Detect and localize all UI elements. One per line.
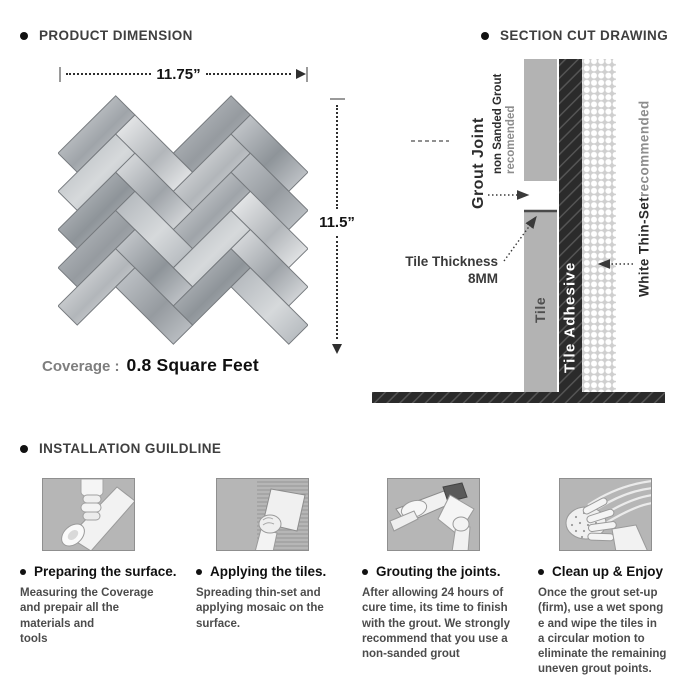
bullet-icon bbox=[20, 444, 28, 453]
step-illustration-1 bbox=[42, 478, 135, 551]
height-dimension-label: 11.5” bbox=[319, 213, 355, 231]
tile-label: Tile bbox=[532, 296, 548, 324]
width-dimension-label: 11.75” bbox=[156, 65, 201, 83]
section-cut-heading: SECTION CUT DRAWING bbox=[481, 28, 668, 43]
dotted-line bbox=[66, 73, 152, 75]
floor-layer bbox=[372, 392, 665, 403]
thinset-label-gray: recommended bbox=[636, 100, 652, 198]
bullet-icon bbox=[538, 568, 544, 575]
step-title-text: Applying the tiles. bbox=[210, 564, 327, 579]
step-title-4: Clean up & Enjoy bbox=[538, 564, 678, 579]
arrow-right-icon bbox=[296, 69, 306, 79]
thinset-label-bold: White Thin-Set bbox=[636, 197, 652, 298]
step-title-3: Grouting the joints. bbox=[362, 564, 518, 579]
section-cut-diagram bbox=[372, 59, 665, 403]
bullet-icon bbox=[196, 568, 202, 575]
step-description-1: Measuring the Coverage and prepair all t… bbox=[20, 587, 154, 645]
height-dimension: 11.5” bbox=[319, 98, 355, 354]
tile-thickness-label: Tile Thickness bbox=[405, 254, 498, 269]
dotted-line bbox=[336, 105, 338, 209]
installation-step-1: Preparing the surface. Measuring the Cov… bbox=[20, 478, 180, 647]
thinset-label: White Thin-Set recommended bbox=[636, 78, 652, 320]
tile-thickness-block: Tile Thickness 8MM bbox=[388, 253, 498, 287]
step-description-3: After allowing 24 hours of cure time, it… bbox=[362, 587, 511, 661]
dimension-tick bbox=[329, 98, 345, 100]
step-description-4: Once the grout set-up (firm), use a wet … bbox=[538, 587, 667, 676]
bullet-icon bbox=[20, 31, 28, 40]
step-title-text: Preparing the surface. bbox=[34, 564, 177, 579]
thinset-layer bbox=[582, 59, 616, 392]
installation-step-2: Applying the tiles. Spreading thin-set a… bbox=[196, 478, 346, 632]
mosaic-tile bbox=[230, 152, 308, 231]
tile-layer-upper bbox=[524, 59, 557, 181]
installation-step-4: Clean up & Enjoy Once the grout set-up (… bbox=[538, 478, 678, 678]
cleanup-image bbox=[560, 479, 651, 550]
step-illustration-2 bbox=[216, 478, 309, 551]
coverage-line: Coverage : 0.8 Square Feet bbox=[42, 355, 259, 376]
step-illustration-4 bbox=[559, 478, 652, 551]
step-illustration-3 bbox=[387, 478, 480, 551]
dotted-line bbox=[205, 73, 291, 75]
bullet-icon bbox=[20, 568, 26, 575]
width-dimension: 11.75” bbox=[59, 65, 308, 83]
bullet-icon bbox=[362, 568, 368, 575]
step-description-2: Spreading thin-set and applying mosaic o… bbox=[196, 587, 324, 630]
dotted-line bbox=[336, 235, 338, 339]
tile-layer-lower bbox=[524, 210, 557, 392]
mosaic-tile bbox=[230, 114, 308, 193]
herringbone-mosaic-image bbox=[58, 95, 308, 345]
step-title-1: Preparing the surface. bbox=[20, 564, 180, 579]
grouting-joints-image bbox=[388, 479, 479, 550]
tile-thickness-value: 8MM bbox=[468, 271, 498, 286]
mosaic-tile bbox=[230, 190, 308, 269]
arrow-down-icon bbox=[332, 344, 342, 354]
installation-step-3: Grouting the joints. After allowing 24 h… bbox=[362, 478, 518, 662]
mosaic-tile bbox=[230, 267, 308, 345]
preparing-surface-image bbox=[43, 479, 134, 550]
product-dimension-heading: PRODUCT DIMENSION bbox=[20, 28, 193, 43]
step-title-2: Applying the tiles. bbox=[196, 564, 346, 579]
mosaic-tile bbox=[230, 228, 308, 307]
bullet-icon bbox=[481, 31, 489, 40]
coverage-label: Coverage : bbox=[42, 358, 120, 375]
dimension-tick bbox=[59, 66, 61, 82]
installation-heading: INSTALLATION GUILDLINE bbox=[20, 441, 221, 456]
grout-note-bold: non Sanded Grout bbox=[492, 73, 504, 174]
section-cut-heading-label: SECTION CUT DRAWING bbox=[500, 28, 669, 43]
applying-tiles-image bbox=[217, 479, 308, 550]
installation-heading-label: INSTALLATION GUILDLINE bbox=[39, 441, 222, 456]
dimension-tick bbox=[306, 66, 308, 82]
grout-note-gray: recomended bbox=[505, 105, 517, 174]
coverage-value: 0.8 Square Feet bbox=[126, 355, 259, 375]
tile-adhesive-label: Tile Adhesive bbox=[561, 261, 579, 374]
tile-thickness-arrow bbox=[503, 215, 537, 262]
step-title-text: Clean up & Enjoy bbox=[552, 564, 664, 579]
step-title-text: Grouting the joints. bbox=[376, 564, 501, 579]
mosaic-tile bbox=[115, 267, 194, 345]
adhesive-layer bbox=[559, 59, 582, 392]
grout-joint-label: Grout Joint bbox=[470, 117, 487, 209]
product-dimension-heading-label: PRODUCT DIMENSION bbox=[39, 28, 193, 43]
